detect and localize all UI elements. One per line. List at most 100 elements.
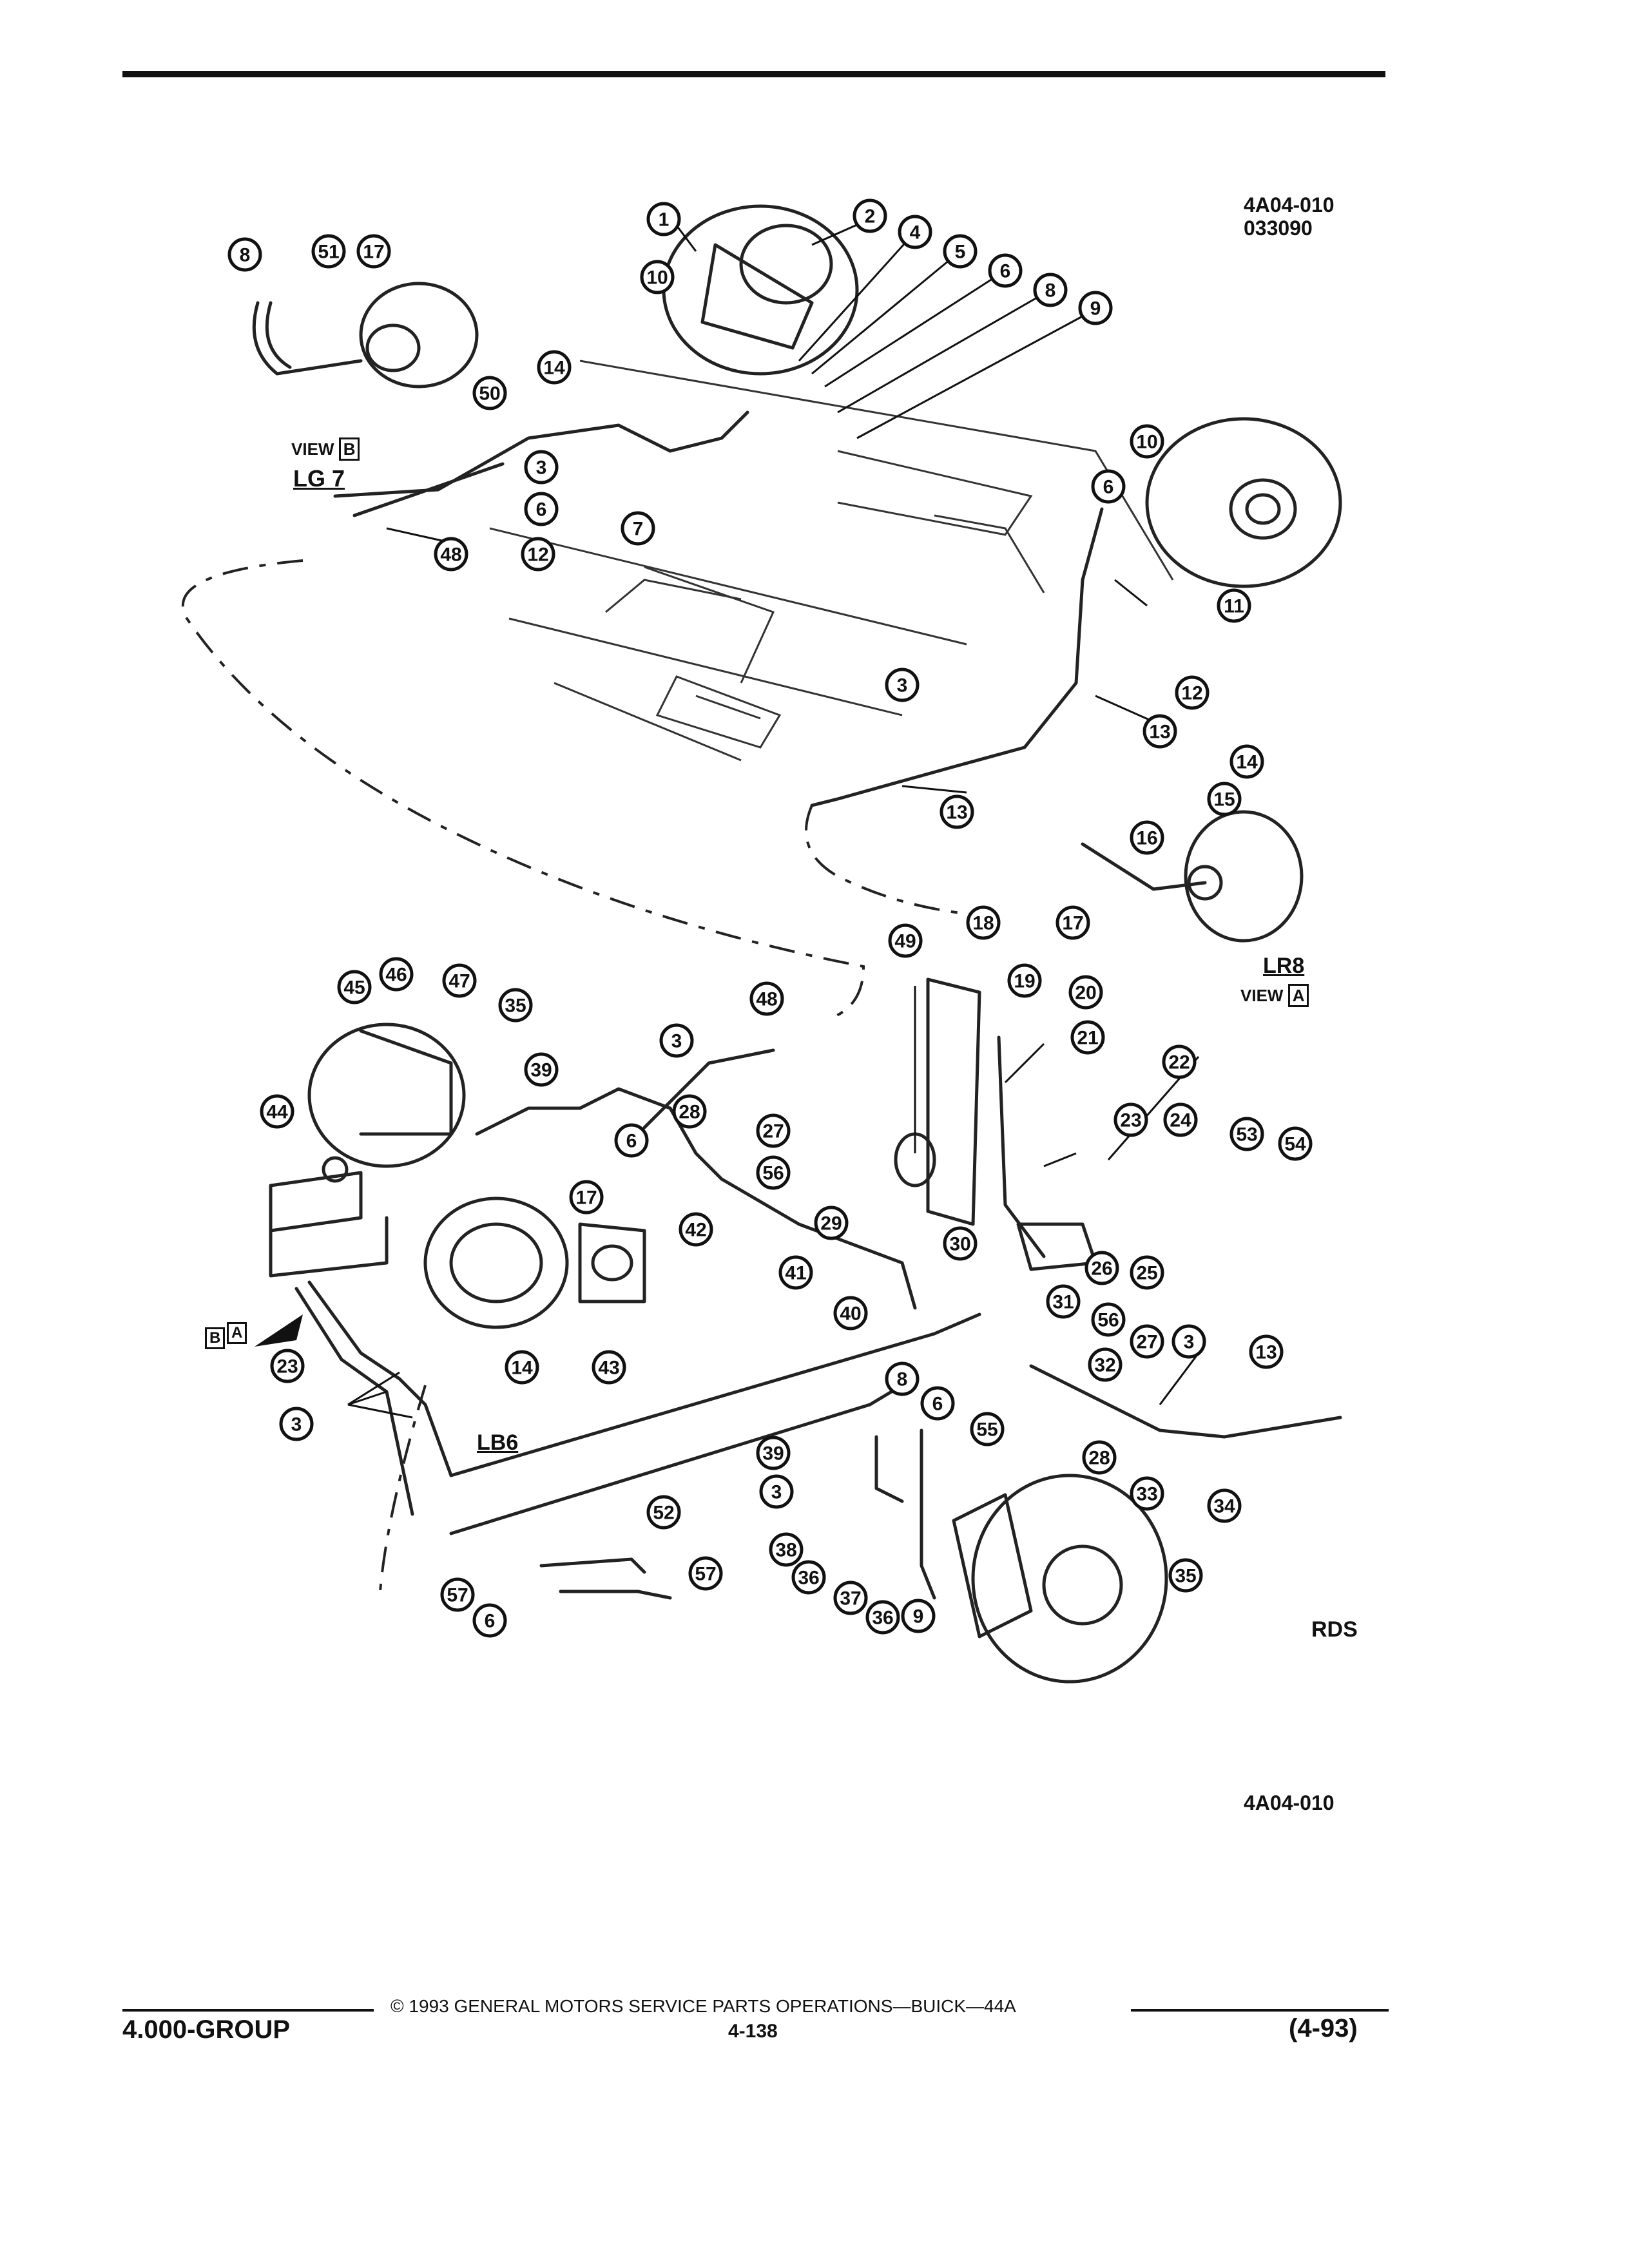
callout-number: 10 <box>646 267 668 289</box>
callout-circle <box>1091 1302 1126 1337</box>
callout-56: 56 <box>1091 1302 1126 1337</box>
callout-6: 6 <box>472 1603 507 1638</box>
callout-number: 14 <box>1236 752 1258 773</box>
callout-number: 24 <box>1170 1110 1191 1131</box>
callout-circle <box>1033 273 1068 307</box>
callout-number: 3 <box>1184 1332 1195 1353</box>
callout-number: 5 <box>955 242 966 263</box>
callout-circle <box>1171 1324 1206 1359</box>
callout-16: 16 <box>1130 820 1164 855</box>
callout-circle <box>885 668 920 702</box>
callout-57: 57 <box>440 1577 475 1612</box>
callout-circle <box>524 450 559 485</box>
callout-number: 3 <box>771 1482 782 1503</box>
callout-6: 6 <box>988 253 1023 288</box>
power-booster <box>423 1196 646 1329</box>
callout-circle <box>621 511 655 546</box>
callout-circle <box>1207 1488 1242 1523</box>
callout-49: 49 <box>888 923 923 958</box>
callout-circle <box>679 1212 713 1247</box>
callout-circle <box>1278 1126 1313 1161</box>
callout-34: 34 <box>1207 1488 1242 1523</box>
callout-circle <box>853 198 887 233</box>
callout-circle <box>472 376 507 410</box>
callout-number: 17 <box>575 1187 597 1209</box>
callout-number: 16 <box>1136 828 1157 849</box>
callout-circle <box>688 1556 723 1591</box>
callout-number: 27 <box>762 1121 784 1142</box>
callout-number: 49 <box>894 931 916 952</box>
callout-27: 27 <box>1130 1324 1164 1359</box>
callout-number: 51 <box>318 242 339 263</box>
callout-35: 35 <box>498 988 533 1023</box>
front-disc-brake <box>952 1474 1168 1684</box>
callout-circle <box>865 1600 900 1635</box>
callout-circle <box>356 234 391 269</box>
callout-number: 30 <box>949 1234 970 1255</box>
callout-number: 17 <box>1062 913 1083 934</box>
date-code: 033090 <box>1244 216 1313 240</box>
callout-number: 1 <box>659 209 670 231</box>
callout-circle <box>1091 469 1126 504</box>
callout-circle <box>885 1361 920 1396</box>
callout-circle <box>1142 714 1177 749</box>
rear-drum-brake-right <box>1145 417 1342 588</box>
callout-circle <box>1068 975 1103 1010</box>
callout-number: 39 <box>762 1443 784 1465</box>
vehicle-outline-lower <box>379 1385 427 1592</box>
callout-number: 55 <box>976 1419 998 1441</box>
callout-circle <box>270 1349 305 1383</box>
callout-number: 29 <box>820 1213 842 1235</box>
callout-19: 19 <box>1007 963 1042 998</box>
callout-circle <box>988 253 1023 288</box>
callout-18: 18 <box>966 905 1001 940</box>
header-rule <box>122 71 1385 77</box>
callout-number: 7 <box>633 519 644 540</box>
callout-number: 12 <box>527 544 548 566</box>
callout-number: 6 <box>536 499 547 521</box>
callout-17: 17 <box>569 1180 604 1215</box>
callout-circle <box>1229 1117 1264 1151</box>
callout-14: 14 <box>505 1350 539 1385</box>
callout-number: 46 <box>385 965 407 986</box>
callout-52: 52 <box>646 1495 681 1530</box>
figure-id: 4A04-010 <box>1244 1791 1335 1814</box>
callout-circle <box>749 981 784 1016</box>
copyright-line: © 1993 GENERAL MOTORS SERVICE PARTS OPER… <box>390 1996 1016 2016</box>
callout-circle <box>1130 1476 1164 1511</box>
callout-circle <box>1207 782 1242 816</box>
callout-22: 22 <box>1162 1044 1197 1079</box>
callout-number: 36 <box>798 1568 819 1589</box>
rds-label: RDS <box>1311 1617 1358 1642</box>
callout-9: 9 <box>1078 291 1113 325</box>
callout-number: 6 <box>1000 261 1011 282</box>
callout-circle <box>943 1226 978 1261</box>
callout-leaders <box>347 218 1200 1419</box>
callout-6: 6 <box>614 1123 649 1158</box>
callout-circle <box>498 988 533 1023</box>
lr8-label: LR8 <box>1263 954 1305 978</box>
callout-circle <box>440 1577 475 1612</box>
callout-28: 28 <box>672 1094 707 1129</box>
callout-circle <box>537 350 572 385</box>
callout-53: 53 <box>1229 1117 1264 1151</box>
callout-number: 6 <box>1103 477 1114 498</box>
callout-number: 6 <box>932 1394 943 1415</box>
callout-number: 13 <box>1255 1342 1277 1363</box>
callout-number: 22 <box>1168 1052 1190 1073</box>
callout-circle <box>614 1123 649 1158</box>
callout-23: 23 <box>1113 1102 1148 1137</box>
callout-circle <box>1055 905 1090 940</box>
callout-number: 56 <box>762 1163 784 1184</box>
callout-number: 53 <box>1236 1124 1257 1146</box>
callout-circle <box>966 905 1001 940</box>
callout-number: 8 <box>240 245 251 266</box>
callout-3: 3 <box>524 450 559 485</box>
callout-circle <box>646 202 681 236</box>
view-arrow-b: B <box>205 1327 226 1349</box>
callout-circle <box>472 1603 507 1638</box>
callout-circle <box>337 970 372 1004</box>
callout-7: 7 <box>621 511 655 546</box>
callout-3: 3 <box>279 1407 314 1441</box>
